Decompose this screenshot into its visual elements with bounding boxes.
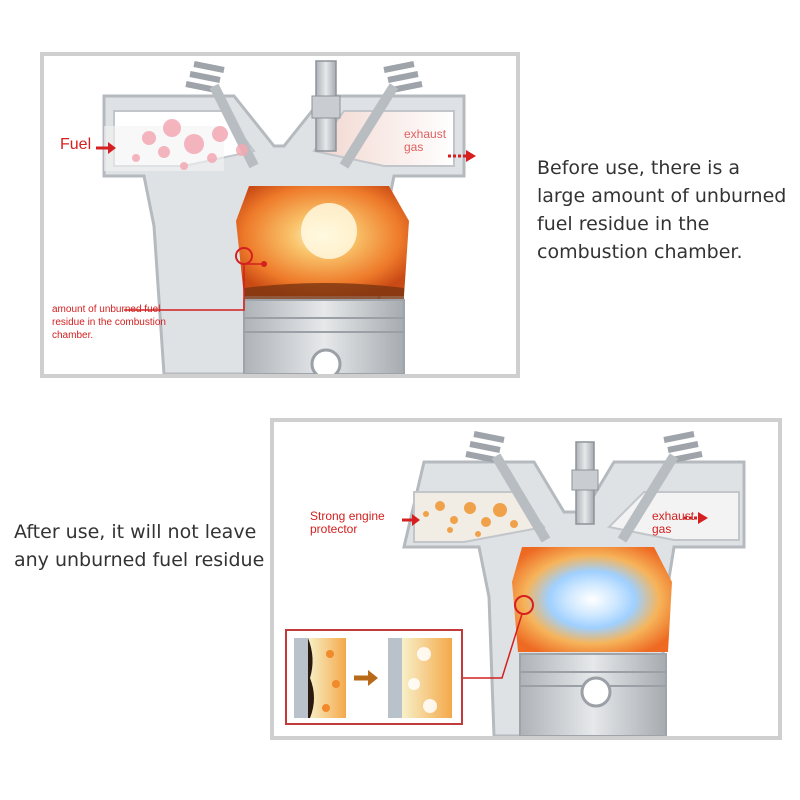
exhaust-label-line2: gas [652, 522, 672, 536]
exhaust-label-line2: gas [404, 140, 424, 154]
exhaust-label-line1: exhaust [652, 509, 695, 523]
residue-label-line3: chamber. [52, 330, 94, 341]
residue-label-line1: amount of unburned fuel [52, 304, 161, 315]
exhaust-label-line1: exhaust [404, 127, 447, 141]
after-use-diagram: Strong engine protector exhaust gas [270, 418, 782, 740]
protector-label-line1: Strong engine [310, 509, 385, 523]
before-use-diagram: Fuel exhaust gas amount of unburned fuel… [40, 52, 520, 378]
protector-label-line2: protector [310, 522, 358, 536]
after-use-caption: After use, it will not leave any unburne… [14, 521, 265, 571]
residue-label-line2: residue in the combustion [52, 317, 166, 328]
before-use-caption: Before use, there is a large amount of u… [537, 157, 787, 263]
engine-cylinder-after-illustration [285, 431, 746, 736]
fuel-label: Fuel [60, 136, 92, 153]
engine-cylinder-before-illustration [96, 60, 476, 374]
